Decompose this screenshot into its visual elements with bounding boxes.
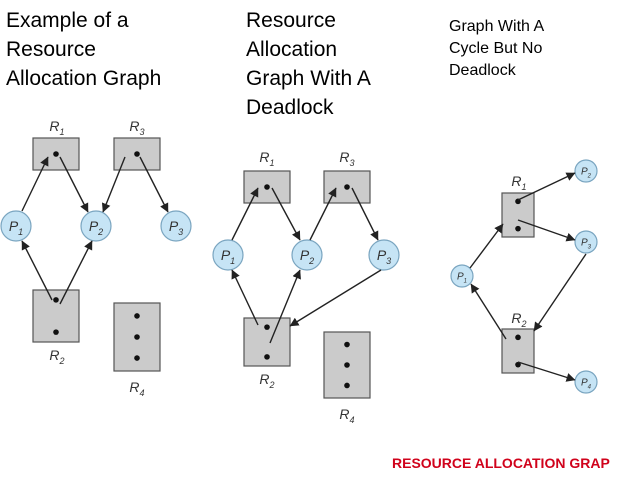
edge-r2-to-p1 <box>21 240 53 301</box>
resource-instance-dot <box>515 225 521 232</box>
edge-r1-to-p3 <box>517 219 576 242</box>
resource-label-r1: R1 <box>49 118 64 137</box>
resource-instance-dot <box>344 341 350 348</box>
resource-instance-dot <box>344 382 350 389</box>
edge-r2-to-p1 <box>470 283 507 340</box>
resource-instance-dot <box>134 313 140 319</box>
process-label-p1: P1 <box>457 272 467 285</box>
resource-label-r3: R3 <box>129 118 144 137</box>
footer-caption: RESOURCE ALLOCATION GRAP <box>392 455 610 471</box>
process-node-p1 <box>0 210 32 242</box>
process-label-p4: P4 <box>581 378 592 391</box>
process-node-p3 <box>574 230 598 254</box>
edge-p3-requests-r2 <box>289 269 382 327</box>
graph3-title: Graph With A Cycle But No Deadlock <box>449 16 544 82</box>
resource-label-r2: R2 <box>259 371 274 390</box>
resource-instance-dot <box>53 151 59 157</box>
graph1-title: Example of a Resource Allocation Graph <box>6 6 161 93</box>
graph1-title-line: Allocation Graph <box>6 67 162 90</box>
resource-label-r1: R1 <box>259 149 274 168</box>
edge-r1-to-p2 <box>517 172 576 201</box>
process-node-p1 <box>212 239 244 271</box>
resource-label-r4: R4 <box>129 379 144 398</box>
resource-instance-dot <box>515 361 521 368</box>
graph2-title-line: Graph With A <box>246 67 371 90</box>
resource-label-r3: R3 <box>339 149 354 168</box>
graph1-title-line: Example of a <box>6 9 129 32</box>
graph3-title-line: Cycle But No <box>449 40 543 57</box>
graph2-title-line: Deadlock <box>246 96 334 119</box>
process-node-p2 <box>291 239 323 271</box>
process-node-p3 <box>368 239 400 271</box>
process-node-p3 <box>160 210 192 242</box>
resource-instance-dot <box>264 184 270 190</box>
edge-r2-to-p4 <box>517 361 576 382</box>
resource-instance-dot <box>264 324 270 330</box>
resource-instance-dot <box>264 354 270 360</box>
graph3-title-line: Graph With A <box>449 18 545 35</box>
resource-instance-dot <box>344 184 350 190</box>
edge-p2-requests-r1 <box>271 187 301 241</box>
resource-instance-dot <box>53 297 59 303</box>
resource-instance-dot <box>53 329 59 335</box>
graph3-title-line: Deadlock <box>449 62 516 79</box>
edge-r2-to-p2 <box>269 269 301 344</box>
graph1-title-line: Resource <box>6 38 96 61</box>
edge-p3-requests-r3 <box>139 156 169 213</box>
resource-instance-dot <box>344 362 350 368</box>
edge-p2-requests-r1 <box>59 156 89 213</box>
edge-r1-to-p1 <box>231 187 259 241</box>
resource-instance-dot <box>515 334 521 341</box>
resource-instance-dot <box>134 151 140 157</box>
process-node-p2 <box>80 210 112 242</box>
resource-label-r2: R2 <box>49 347 64 366</box>
edge-r3-to-p2 <box>101 156 126 213</box>
resource-instance-dot <box>134 355 140 361</box>
edge-p2-requests-r3 <box>309 187 337 241</box>
resource-instance-dot <box>134 334 140 340</box>
process-label-p3: P3 <box>581 238 592 251</box>
edge-r2-to-p1 <box>231 269 259 326</box>
graph2-title: Resource Allocation Graph With A Deadloc… <box>246 6 371 122</box>
process-node-p4 <box>574 370 598 394</box>
resource-label-r2: R2 <box>511 310 526 329</box>
resource-label-r1: R1 <box>511 173 526 192</box>
edge-r2-to-p2 <box>59 240 93 305</box>
graph2-title-line: Resource <box>246 9 336 32</box>
graph2-title-line: Allocation <box>246 38 338 61</box>
edge-p1-requests-r1 <box>469 223 504 269</box>
process-node-p2 <box>574 159 598 183</box>
edge-r3-to-p3 <box>351 187 379 241</box>
process-label-p2: P2 <box>581 167 592 180</box>
edge-p3-requests-r2 <box>533 253 587 332</box>
resource-label-r4: R4 <box>339 406 354 425</box>
process-node-p1 <box>450 264 474 288</box>
edge-r1-to-p1 <box>21 156 49 212</box>
